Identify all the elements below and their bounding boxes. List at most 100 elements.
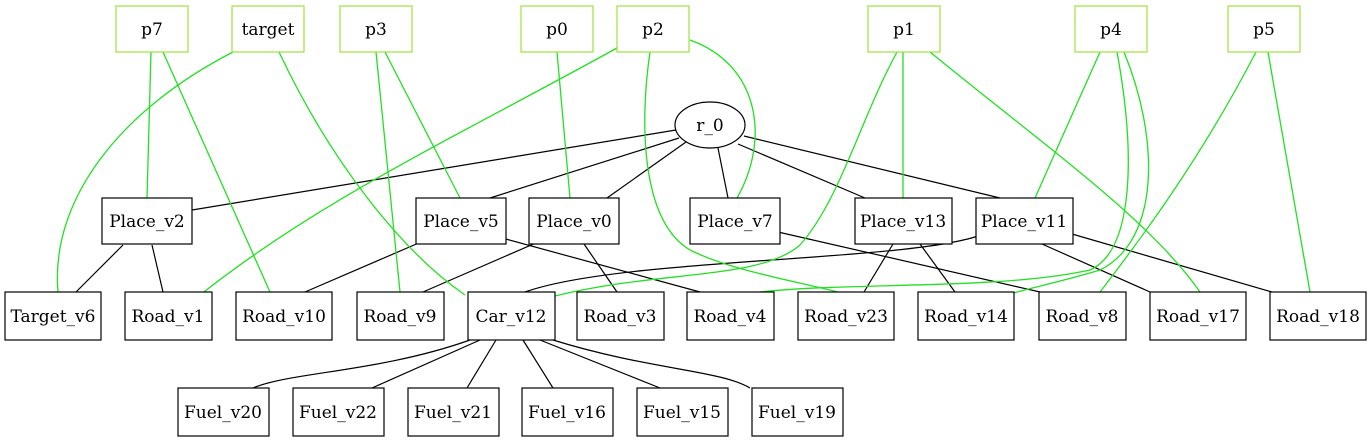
edge-place-v2-road-v1	[151, 244, 164, 293]
node-label: p5	[1253, 20, 1275, 40]
edge-p2-place-v7	[689, 39, 756, 199]
node-label: Road_v10	[242, 307, 326, 327]
node-p0[interactable]: p0	[520, 5, 594, 53]
node-place-v13[interactable]: Place_v13	[854, 197, 953, 245]
node-p7[interactable]: p7	[115, 5, 189, 53]
node-p1[interactable]: p1	[867, 5, 941, 53]
node-label: p4	[1100, 20, 1122, 40]
node-target-v6[interactable]: Target_v6	[4, 291, 102, 341]
fuel-nodes: Fuel_v20 Fuel_v22 Fuel_v21 Fuel_v16 Fuel…	[177, 387, 844, 437]
node-p3[interactable]: p3	[339, 5, 413, 53]
node-label: Road_v9	[364, 307, 437, 327]
node-place-v11[interactable]: Place_v11	[975, 197, 1074, 245]
node-p5[interactable]: p5	[1227, 5, 1301, 53]
edge-car-v12-fuel-v20	[252, 339, 471, 389]
edge-p3-place-v5	[384, 51, 461, 199]
edge-r0-place-v11	[743, 135, 1001, 199]
edge-p0-place-v0	[556, 51, 571, 199]
edge-r0-place-v7	[717, 147, 729, 199]
edge-p1-car-v12	[554, 51, 898, 297]
node-road-v23[interactable]: Road_v23	[797, 291, 895, 341]
node-p4[interactable]: p4	[1074, 5, 1148, 53]
edge-p5-road-v8	[1099, 51, 1257, 293]
node-road-v4[interactable]: Road_v4	[686, 291, 775, 341]
node-fuel-v19[interactable]: Fuel_v19	[751, 387, 844, 437]
node-road-v3[interactable]: Road_v3	[576, 291, 665, 341]
edge-target-car-v12	[278, 51, 466, 296]
node-label: p1	[893, 20, 915, 40]
edge-car-v12-fuel-v16	[522, 339, 554, 389]
place-nodes: Place_v2 Place_v5 Place_v0 Place_v7 Plac…	[101, 197, 1074, 245]
node-fuel-v21[interactable]: Fuel_v21	[407, 387, 500, 437]
edge-r0-place-v0	[606, 141, 687, 199]
edge-target-target-v6	[56, 51, 234, 293]
node-road-v1[interactable]: Road_v1	[124, 291, 213, 341]
edge-car-v12-fuel-v21	[466, 339, 497, 389]
node-label: p7	[141, 20, 163, 40]
node-fuel-v22[interactable]: Fuel_v22	[292, 387, 385, 437]
edge-place-v0-road-v3	[583, 243, 618, 293]
node-label: r_0	[696, 116, 723, 136]
node-label: Car_v12	[475, 307, 546, 327]
node-label: Road_v8	[1046, 307, 1119, 327]
edge-place-v0-road-v9	[422, 238, 546, 293]
node-label: Target_v6	[11, 307, 96, 327]
node-road-v9[interactable]: Road_v9	[356, 291, 445, 341]
node-place-v0[interactable]: Place_v0	[528, 197, 620, 245]
edge-p2-road-v23	[644, 51, 839, 293]
node-label: Place_v5	[423, 212, 499, 232]
edge-place-v11-road-v17	[1041, 243, 1151, 293]
node-label: Place_v7	[697, 212, 773, 232]
node-fuel-v15[interactable]: Fuel_v15	[636, 387, 729, 437]
node-label: Road_v17	[1156, 307, 1240, 327]
node-place-v5[interactable]: Place_v5	[415, 197, 507, 245]
node-p2[interactable]: p2	[616, 5, 690, 53]
node-label: Fuel_v22	[299, 403, 377, 423]
edge-place-v11-car-v12	[524, 235, 979, 293]
node-car-v12[interactable]: Car_v12	[467, 291, 556, 341]
node-target[interactable]: target	[231, 5, 305, 53]
node-label: Fuel_v21	[414, 403, 492, 423]
edge-place-v13-road-v23	[863, 243, 894, 293]
node-label: Road_v14	[924, 307, 1008, 327]
edge-r0-place-v13	[737, 143, 866, 199]
edge-p4-road-v4	[759, 51, 1129, 293]
node-label: Place_v13	[860, 212, 946, 232]
edge-place-v2-target-v6	[75, 244, 124, 293]
node-label: Road_v23	[804, 307, 888, 327]
node-r0[interactable]: r_0	[674, 101, 746, 149]
edge-r0-place-v5	[489, 137, 680, 199]
node-label: p2	[642, 20, 664, 40]
edge-p7-road-v10	[162, 51, 271, 293]
node-fuel-v16[interactable]: Fuel_v16	[521, 387, 614, 437]
node-road-v10[interactable]: Road_v10	[235, 291, 333, 341]
node-road-v8[interactable]: Road_v8	[1038, 291, 1127, 341]
edge-car-v12-fuel-v15	[539, 339, 661, 389]
node-label: Road_v4	[694, 307, 767, 327]
edge-car-v12-fuel-v19	[552, 339, 751, 389]
node-road-v18[interactable]: Road_v18	[1269, 291, 1367, 341]
node-place-v7[interactable]: Place_v7	[689, 197, 781, 245]
param-nodes: p7 target p3 p0 p2 p1 p4 p5	[115, 5, 1301, 53]
node-place-v2[interactable]: Place_v2	[101, 197, 193, 245]
edge-place-v11-road-v18	[1071, 233, 1273, 293]
node-fuel-v20[interactable]: Fuel_v20	[177, 387, 270, 437]
node-road-v17[interactable]: Road_v17	[1149, 291, 1247, 341]
edge-place-v5-road-v10	[304, 238, 429, 293]
node-label: Fuel_v19	[758, 403, 836, 423]
node-label: Fuel_v20	[184, 403, 262, 423]
edge-p5-road-v18	[1267, 51, 1311, 293]
node-label: p3	[365, 20, 387, 40]
node-label: Fuel_v15	[643, 403, 721, 423]
edge-r0-place-v2	[185, 129, 677, 212]
node-road-v14[interactable]: Road_v14	[917, 291, 1015, 341]
edge-p4-place-v11	[1034, 51, 1101, 199]
edge-place-v5-road-v4	[501, 237, 701, 293]
object-nodes: Target_v6 Road_v1 Road_v10 Road_v9 Car_v…	[4, 291, 1367, 341]
edge-p2-road-v1	[199, 47, 618, 296]
node-label: Road_v3	[584, 307, 657, 327]
node-label: Place_v2	[109, 212, 185, 232]
green-edges	[56, 39, 1311, 297]
edge-p1-road-v17	[929, 51, 1201, 293]
